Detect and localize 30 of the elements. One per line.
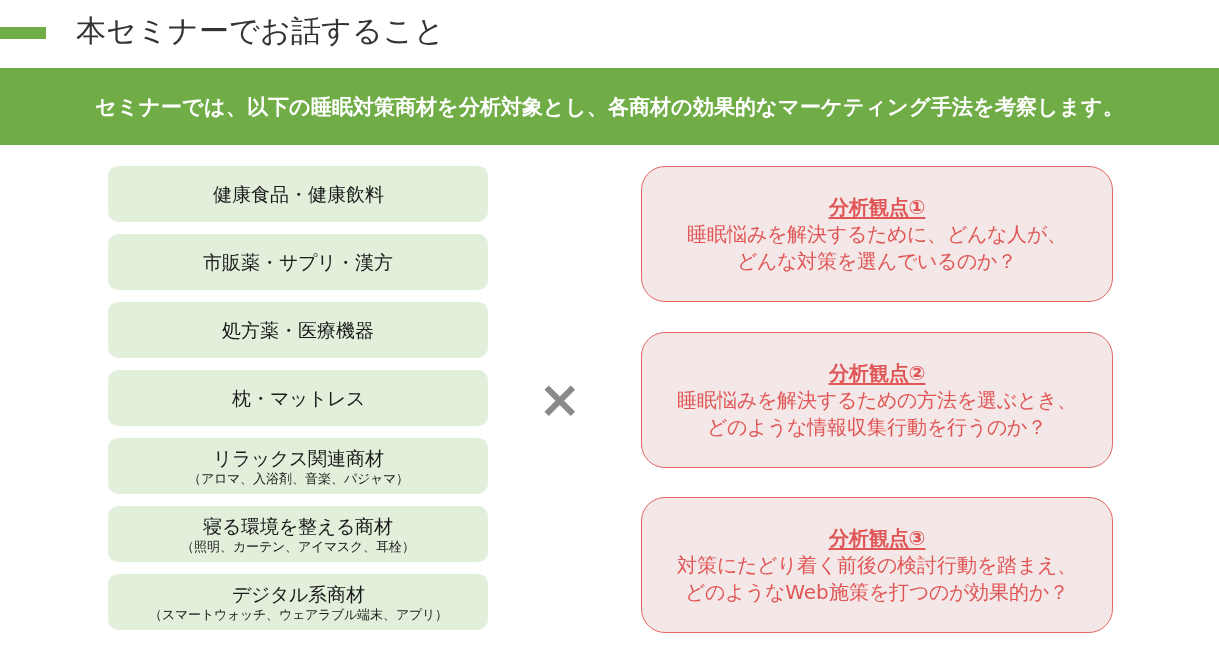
category-examples: （照明、カーテン、アイマスク、耳栓） — [181, 537, 415, 555]
slide-title: 本セミナーでお話すること — [76, 12, 445, 50]
viewpoint-heading: 分析観点② — [828, 360, 926, 387]
banner-text: セミナーでは、以下の睡眠対策商材を分析対象とし、各商材の効果的なマーケティング手法を考察します。 — [95, 93, 1124, 121]
category-box — [108, 506, 488, 562]
category-box — [108, 302, 488, 358]
category-label: リラックス関連商材 — [212, 445, 384, 470]
category-box — [108, 234, 488, 290]
viewpoint-box — [641, 497, 1113, 633]
viewpoint-heading: 分析観点③ — [828, 525, 926, 552]
viewpoint-box — [641, 166, 1113, 302]
category-box — [108, 438, 488, 494]
category-examples: （スマートウォッチ、ウェアラブル端末、アプリ） — [148, 605, 448, 623]
category-label: 健康食品・健康飲料 — [212, 182, 384, 206]
viewpoint-question: 睡眠悩みを解決するために、どんな人が、どんな対策を選んでいるのか？ — [686, 221, 1068, 275]
banner — [0, 68, 1219, 145]
multiplication-sign: × — [538, 371, 582, 427]
category-label: 市販薬・サプリ・漢方 — [203, 250, 393, 274]
viewpoint-heading: 分析観点① — [828, 194, 926, 221]
category-label: 処方薬・医療機器 — [222, 318, 374, 342]
category-box — [108, 166, 488, 222]
viewpoint-box — [641, 332, 1113, 468]
category-label: 枕・マットレス — [231, 386, 365, 410]
viewpoint-question: 睡眠悩みを解決するための方法を選ぶとき、どのような情報収集行動を行うのか？ — [676, 387, 1078, 441]
category-label: 寝る環境を整える商材 — [203, 513, 393, 538]
category-label: デジタル系商材 — [231, 581, 365, 606]
category-examples: （アロマ、入浴剤、音楽、パジャマ） — [187, 469, 409, 487]
viewpoint-question: 対策にたどり着く前後の検討行動を踏まえ、どのようなWeb施策を打つのが効果的か？ — [676, 552, 1078, 606]
category-box — [108, 574, 488, 630]
category-box — [108, 370, 488, 426]
